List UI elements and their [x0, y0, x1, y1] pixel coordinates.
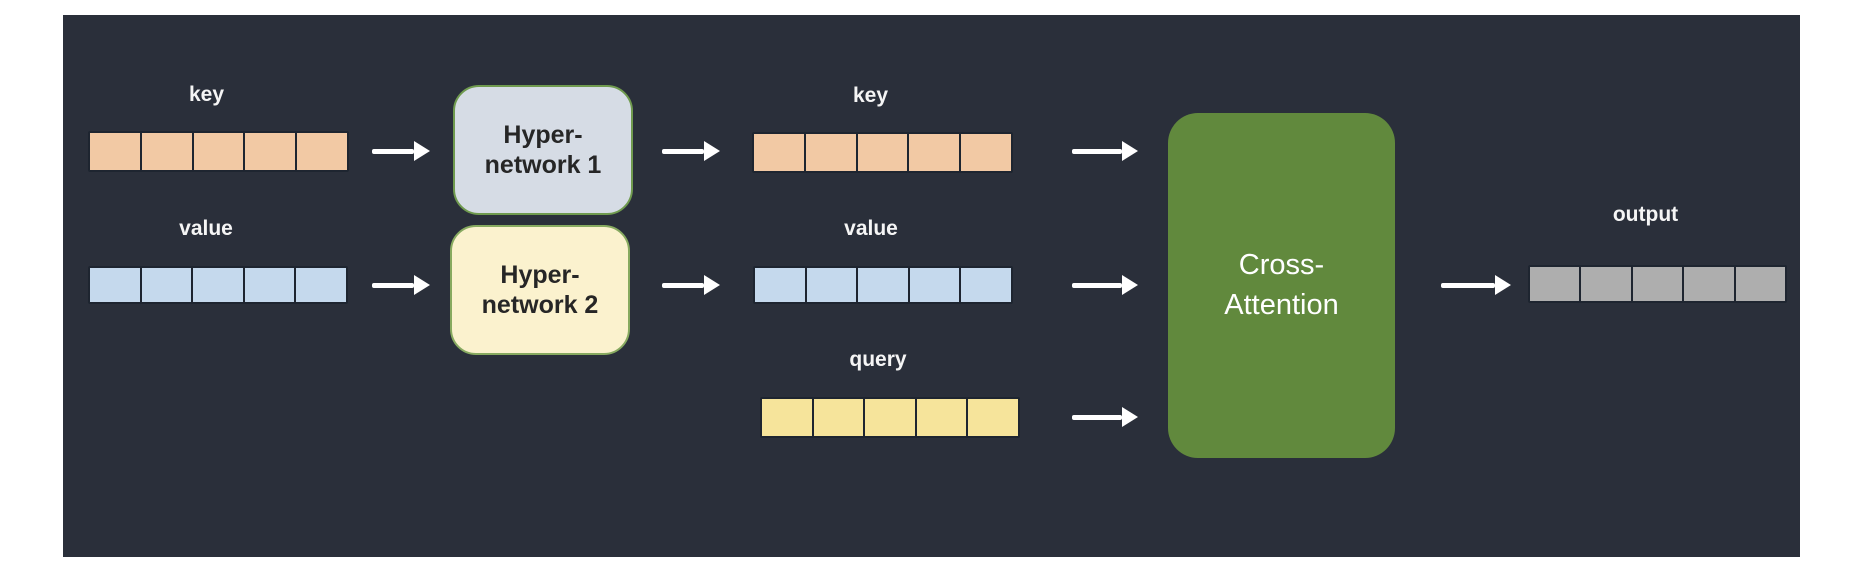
- vector-cell: [959, 132, 1013, 173]
- value-transformed-label: value: [844, 217, 898, 240]
- arrow-key-to-cross-attention-icon: [1072, 140, 1138, 162]
- vector-cell: [243, 131, 298, 172]
- vector-cell: [803, 132, 858, 173]
- key-transformed-vector: [752, 132, 1013, 173]
- vector-cell: [966, 397, 1020, 438]
- output-vector: [1528, 265, 1788, 303]
- cross-attention-line1: Cross-: [1238, 249, 1325, 282]
- vector-cell: [191, 131, 246, 172]
- vector-cell: [959, 266, 1013, 304]
- key-input-label: key: [188, 83, 225, 106]
- vector-cell: [753, 266, 807, 304]
- vector-cell: [88, 266, 142, 304]
- arrow-key-to-hypernetwork1-icon: [372, 140, 430, 162]
- vector-cell: [907, 266, 962, 304]
- value-transformed-vector: [753, 266, 1013, 304]
- vector-cell: [88, 131, 142, 172]
- vector-cell: [295, 131, 349, 172]
- query-vector: [760, 397, 1020, 438]
- vector-cell: [139, 266, 194, 304]
- vector-cell: [1579, 265, 1633, 303]
- hypernetwork1-line2: network 1: [484, 151, 602, 179]
- arrow-value-to-cross-attention-icon: [1072, 274, 1138, 296]
- arrow-value-to-hypernetwork2-icon: [372, 274, 430, 296]
- query-label: query: [849, 348, 907, 371]
- hypernetwork1-line1: Hyper-: [503, 120, 583, 149]
- value-input-label: value: [179, 217, 233, 240]
- vector-cell: [242, 266, 297, 304]
- arrow-hypernetwork2-to-value-icon: [662, 274, 720, 296]
- vector-cell: [914, 397, 969, 438]
- vector-cell: [1733, 265, 1788, 303]
- vector-cell: [139, 131, 194, 172]
- vector-cell: [191, 266, 245, 304]
- vector-cell: [1682, 265, 1736, 303]
- key-input-vector: [88, 131, 349, 172]
- value-input-vector: [88, 266, 348, 304]
- vector-cell: [863, 397, 917, 438]
- vector-cell: [856, 266, 910, 304]
- output-label: output: [1612, 203, 1679, 226]
- vector-cell: [1630, 265, 1685, 303]
- hypernetwork1-box: Hyper- network 1: [453, 85, 633, 215]
- cross-attention-box: Cross- Attention: [1168, 113, 1395, 458]
- arrow-query-to-cross-attention-icon: [1072, 406, 1138, 428]
- vector-cell: [804, 266, 859, 304]
- vector-cell: [1528, 265, 1582, 303]
- cross-attention-line2: Attention: [1224, 288, 1339, 321]
- hypernetwork2-box: Hyper- network 2: [450, 225, 630, 355]
- vector-cell: [855, 132, 910, 173]
- vector-cell: [811, 397, 866, 438]
- arrow-hypernetwork1-to-key-icon: [662, 140, 720, 162]
- vector-cell: [752, 132, 806, 173]
- hypernetwork2-line1: Hyper-: [500, 260, 580, 289]
- hypernetwork2-line2: network 2: [481, 291, 599, 319]
- vector-cell: [760, 397, 814, 438]
- vector-cell: [907, 132, 962, 173]
- vector-cell: [294, 266, 348, 304]
- key-transformed-label: key: [852, 84, 889, 107]
- arrow-cross-attention-to-output-icon: [1441, 274, 1511, 296]
